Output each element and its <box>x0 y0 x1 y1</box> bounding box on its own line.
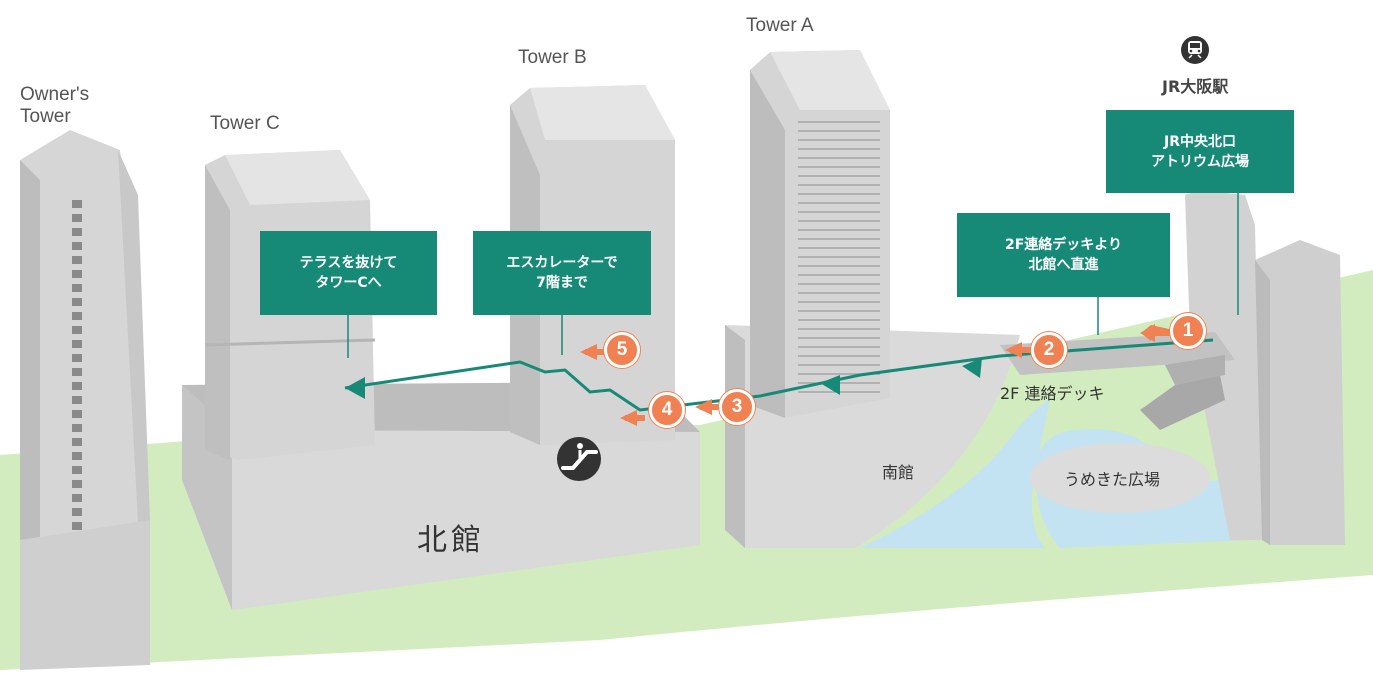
route-arrow-mid-2 <box>820 375 840 395</box>
callout-escalator-line2: 7階まで <box>536 275 588 291</box>
pond-left <box>860 400 1050 548</box>
step-badge-2: 2 <box>1031 332 1067 368</box>
plaza-label: うめきた広場 <box>1064 470 1161 489</box>
tower-c-label: Tower C <box>210 113 280 134</box>
station-label: JR大阪駅 <box>1162 77 1229 96</box>
callout-deck: 2F連絡デッキより 北館へ直進 <box>957 213 1170 297</box>
callout-terrace-line1: テラスを抜けて <box>299 255 398 271</box>
owners-tower-label: Owner's Tower <box>20 84 89 128</box>
south-building-label: 南館 <box>882 463 915 482</box>
tower-a-stripes <box>798 121 880 393</box>
route-arrowhead <box>345 377 365 399</box>
north-building-label: 北館 <box>417 523 485 558</box>
callout-atrium-line2: アトリウム広場 <box>1151 153 1249 170</box>
escalator-info-icon <box>557 437 601 481</box>
route-line <box>344 338 1214 412</box>
callout-deck-line1: 2F連絡デッキより <box>1004 237 1123 253</box>
tower-a-label: Tower A <box>746 15 814 36</box>
owners-tower-label-line1: Owner's <box>20 84 90 105</box>
step-badge-3: 3 <box>719 389 755 425</box>
deck-label: 2F 連絡デッキ <box>1000 384 1105 403</box>
train-icon <box>1181 36 1209 64</box>
step-badge-1: 1 <box>1170 313 1206 349</box>
station-building-2 <box>1255 240 1345 545</box>
callout-terrace: テラスを抜けて タワーCへ <box>260 231 437 315</box>
umekita-plaza-shape <box>1030 443 1210 513</box>
callout-atrium: JR中央北口 アトリウム広場 <box>1106 110 1294 193</box>
callout-deck-line2: 北館へ直進 <box>1028 257 1099 273</box>
tower-b-label: Tower B <box>518 47 587 68</box>
callout-escalator: エスカレーターで 7階まで <box>473 231 651 315</box>
owners-tower-label-line2: Tower <box>20 106 71 127</box>
route-arrow-mid-1 <box>962 358 982 378</box>
step-badge-5: 5 <box>604 332 640 368</box>
deck-ramp <box>1140 375 1225 430</box>
step-badge-4: 4 <box>649 392 685 428</box>
callout-atrium-line1: JR中央北口 <box>1164 133 1236 150</box>
callout-terrace-line2: タワーCへ <box>315 275 382 291</box>
callout-escalator-line1: エスカレーターで <box>506 255 618 271</box>
